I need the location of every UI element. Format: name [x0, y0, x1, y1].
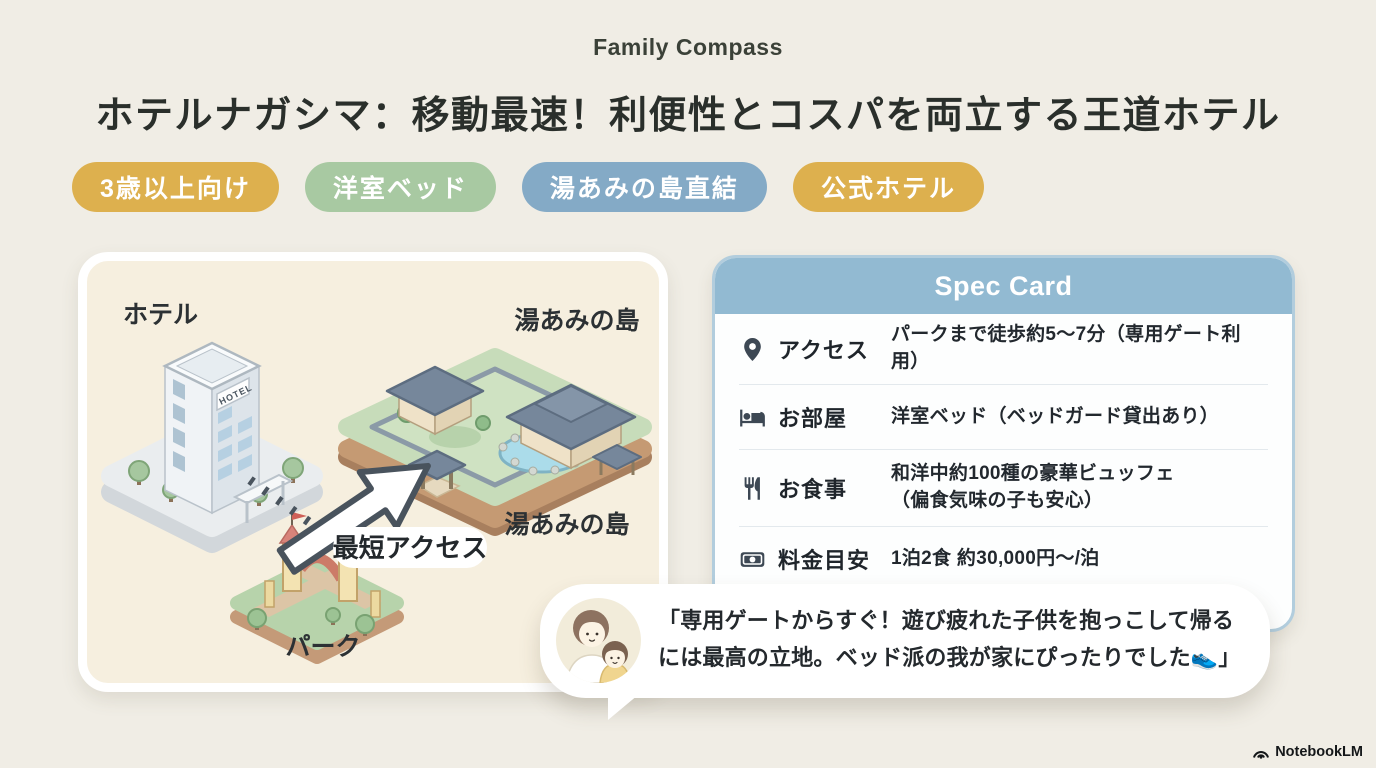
spec-row-room: お部屋 洋室ベッド（ベッドガード貸出あり） — [739, 385, 1268, 450]
route-label: 最短アクセス — [333, 533, 488, 563]
access-map-illustration: HOTEL — [101, 301, 652, 664]
brand-title: Family Compass — [593, 34, 783, 60]
spec-card-title: Spec Card — [715, 258, 1292, 314]
notebooklm-icon — [1253, 750, 1270, 759]
park-trees — [247, 607, 375, 636]
parent-child-illustration — [565, 610, 631, 683]
hotel-illustration: HOTEL — [101, 341, 323, 553]
garden-patch — [429, 426, 481, 448]
hotel-sign — [216, 376, 250, 412]
spec-label: お部屋 — [778, 406, 848, 431]
badge-official-hotel: 公式ホテル — [792, 162, 984, 212]
hotel-building: HOTEL — [162, 341, 294, 523]
island-label-top: 湯あみの島 — [514, 306, 639, 335]
spec-value: 1泊2食 約30,000円〜/泊 — [891, 547, 1100, 569]
route-dotted-line — [247, 476, 312, 526]
badge-age: 3歳以上向け — [72, 162, 279, 212]
spec-label: アクセス — [778, 338, 869, 363]
island-label-side: 湯あみの島 — [504, 510, 629, 539]
badge-western-bed: 洋室ベッド — [304, 162, 496, 212]
park-illustration — [230, 512, 404, 664]
spec-row-price: 料金目安 1泊2食 約30,000円〜/泊 — [739, 527, 1268, 591]
route-arrow — [276, 462, 431, 575]
testimonial-bubble: 「専用ゲートからすぐ！遊び疲れた子供を抱っこして帰るには最高の立地。ベッド派の我… — [540, 584, 1270, 720]
access-map-card: HOTEL — [78, 252, 668, 692]
banknote-icon — [739, 546, 766, 573]
spec-value: 洋室ベッド（ベッドガード貸出あり） — [891, 405, 1220, 427]
spec-label: お食事 — [778, 477, 848, 502]
location-pin-icon — [739, 336, 766, 363]
spec-row-access: アクセス パークまで徒歩約5〜7分（専用ゲート利用） — [739, 314, 1268, 385]
spec-row-meals: お食事 和洋中約100種の豪華ビュッフェ （偏食気味の子も安心） — [739, 450, 1268, 527]
park-label: パーク — [285, 633, 360, 661]
notebooklm-label: NotebookLM — [1275, 744, 1363, 760]
onsen-pavilion — [592, 444, 642, 475]
onsen-house-right — [505, 383, 637, 470]
badge-island-access: 湯あみの島直結 — [521, 162, 767, 212]
spec-value: 和洋中約100種の豪華ビュッフェ （偏食気味の子も安心） — [891, 463, 1175, 511]
onsen-house-left — [385, 365, 485, 436]
parent-child-avatar — [556, 598, 641, 683]
utensils-icon — [739, 475, 766, 502]
spec-card-body: アクセス パークまで徒歩約5〜7分（専用ゲート利用） お部屋 洋室ベッド（ベッド… — [715, 314, 1292, 591]
notebooklm-credit: NotebookLM — [1252, 744, 1363, 760]
spec-value: パークまで徒歩約5〜7分（専用ゲート利用） — [891, 324, 1241, 372]
testimonial-text: 「専用ゲートからすぐ！遊び疲れた子供を抱っこして帰るには最高の立地。ベッド派の我… — [658, 608, 1241, 670]
badge-row: 3歳以上向け 洋室ベッド 湯あみの島直結 公式ホテル — [72, 162, 984, 212]
bed-icon — [739, 404, 766, 431]
spec-card: Spec Card アクセス パークまで徒歩約5〜7分（専用ゲート利用） お部屋… — [712, 255, 1295, 632]
spec-label: 料金目安 — [778, 548, 871, 573]
route-label-pill: 最短アクセス — [333, 527, 488, 568]
hotel-label: ホテル — [123, 301, 198, 329]
page-title: ホテルナガシマ：移動最速！利便性とコスパを両立する王道ホテル — [95, 95, 1281, 137]
